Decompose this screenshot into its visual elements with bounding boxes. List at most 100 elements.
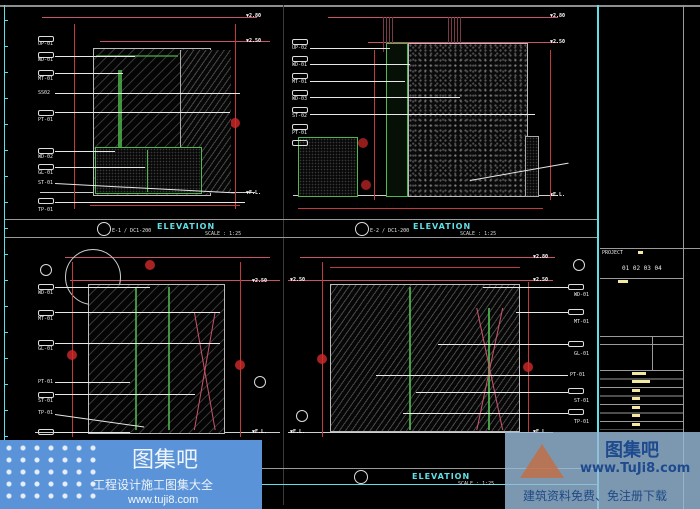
material-tag [292,124,308,130]
dimension-marker [523,362,533,372]
material-tag-label: MT-01 [292,79,308,85]
title-block-rule [600,278,683,279]
level-mark-ceiling-left: ▼2.50 [290,277,306,283]
logo-mountain-icon [520,444,564,478]
material-tag [568,341,584,347]
elevation-title: ELEVATION [412,472,471,481]
dimension-marker [361,180,371,190]
level-mark-floor: ▼F.L. [246,190,262,196]
material-tag-label: WD-02 [38,154,54,160]
material-tag [292,107,308,113]
material-tag-label: TP-01 [38,410,54,416]
material-tag-label: UP-02 [292,45,308,51]
material-tag [38,70,54,76]
level-mark-floor-left: ▼F.L. [290,429,306,435]
material-tag [38,52,54,58]
leader-line [55,394,195,395]
material-tag-label: WD-01 [292,62,308,68]
dimension-line-left [374,50,375,200]
material-tag-label: ST-01 [38,180,54,186]
stone-feature-wall [408,43,528,197]
material-tag-label: PT-01 [570,372,586,378]
leader-line [310,48,390,49]
elevation-panel-bottom-left: ▼2.50 ▼F.L. WD-01 MT-01 GL-01 PT-01 ST-0… [30,242,280,466]
material-tag-label: PT-01 [38,379,54,385]
elevation-callout-symbol [355,222,369,236]
material-tag [568,309,584,315]
material-tag [568,409,584,415]
material-tag-label: TP-01 [574,419,590,425]
highlight-swatch [638,251,643,254]
cabinet-divider [147,150,148,192]
leader-line [310,97,460,98]
material-tag [38,164,54,170]
leader-line [310,64,410,65]
material-tag [568,388,584,394]
row-separator-2 [5,237,597,238]
leader-line [55,382,130,383]
watermark-url: www.tuji8.com [128,494,199,506]
section-callout-symbol [254,376,266,388]
material-tag-label: TP-01 [38,207,54,213]
dimension-line-left [72,262,73,437]
level-line-top [65,257,270,258]
drawing-frame-left [4,5,5,509]
material-tag [38,340,54,346]
watermark-banner-right: 图集吧 www.TuJi8.com 建筑资料免费、免注册下载 [505,432,700,509]
sheet-border-right [597,5,599,509]
material-tag [38,392,54,398]
bottom-dimension-chain [90,205,240,206]
row-separator-4 [5,484,597,485]
leader-line [55,202,245,203]
row-separator-3 [5,468,597,469]
elevation-title: ELEVATION [157,222,216,231]
title-block-divider [652,336,653,370]
pedestal-right [525,136,539,197]
leader-line [310,114,535,115]
material-tag-label: WD-01 [38,57,54,63]
panel-divider-vertical [283,5,284,505]
material-tag-label: WD-03 [292,96,308,102]
material-tag-label: MT-01 [38,316,54,322]
dimension-line-right [550,50,551,200]
top-dimension-chain [330,267,520,268]
material-tag-label: WD-01 [38,290,54,296]
material-tag [38,110,54,116]
leader-line [55,167,145,168]
dimension-marker [145,260,155,270]
highlight-swatch [632,423,640,426]
dimension-marker [358,138,368,148]
green-divider [409,287,411,430]
material-tag-label: GL-01 [38,170,54,176]
title-block-row-lines [600,370,683,430]
door-swing-lines [190,312,220,430]
material-tag [38,284,54,290]
leader-line [55,432,130,433]
leader-line [376,375,568,376]
leader-line [55,287,150,288]
level-mark-top: ▼2.80 [533,254,549,260]
material-tag-label: ST-02 [292,113,308,119]
dimension-line-right [235,24,236,209]
leader-line [55,56,135,57]
elevation-panel-top-left: ▼2.80 ▼2.50 ▼F.L. UP-01 WD-01 MT-01 SS02… [30,10,280,218]
watermark-brand: 图集吧 [132,448,199,473]
dimension-marker [230,118,240,128]
leader-line [310,81,405,82]
watermark-brand: 图集吧 [605,440,659,461]
elevation-scale: SCALE : 1:25 [205,231,242,237]
dimension-line-right [528,282,529,432]
elevation-scale: SCALE : 1:25 [458,481,495,487]
highlight-swatch [632,372,646,375]
level-mark-top: ▼2.80 [246,13,262,19]
watermark-url: www.TuJi8.com [580,461,691,476]
level-line-top [328,17,558,18]
material-tag-label: WD-01 [574,292,590,298]
material-tag-label: MT-01 [38,76,54,82]
material-tag [38,36,54,42]
material-tag-label: ST-01 [574,398,590,404]
material-tag-label: SS02 [38,90,51,96]
highlight-swatch [632,414,640,417]
leader-line [403,413,568,414]
level-mark-ceiling: ▼2.50 [550,39,566,45]
